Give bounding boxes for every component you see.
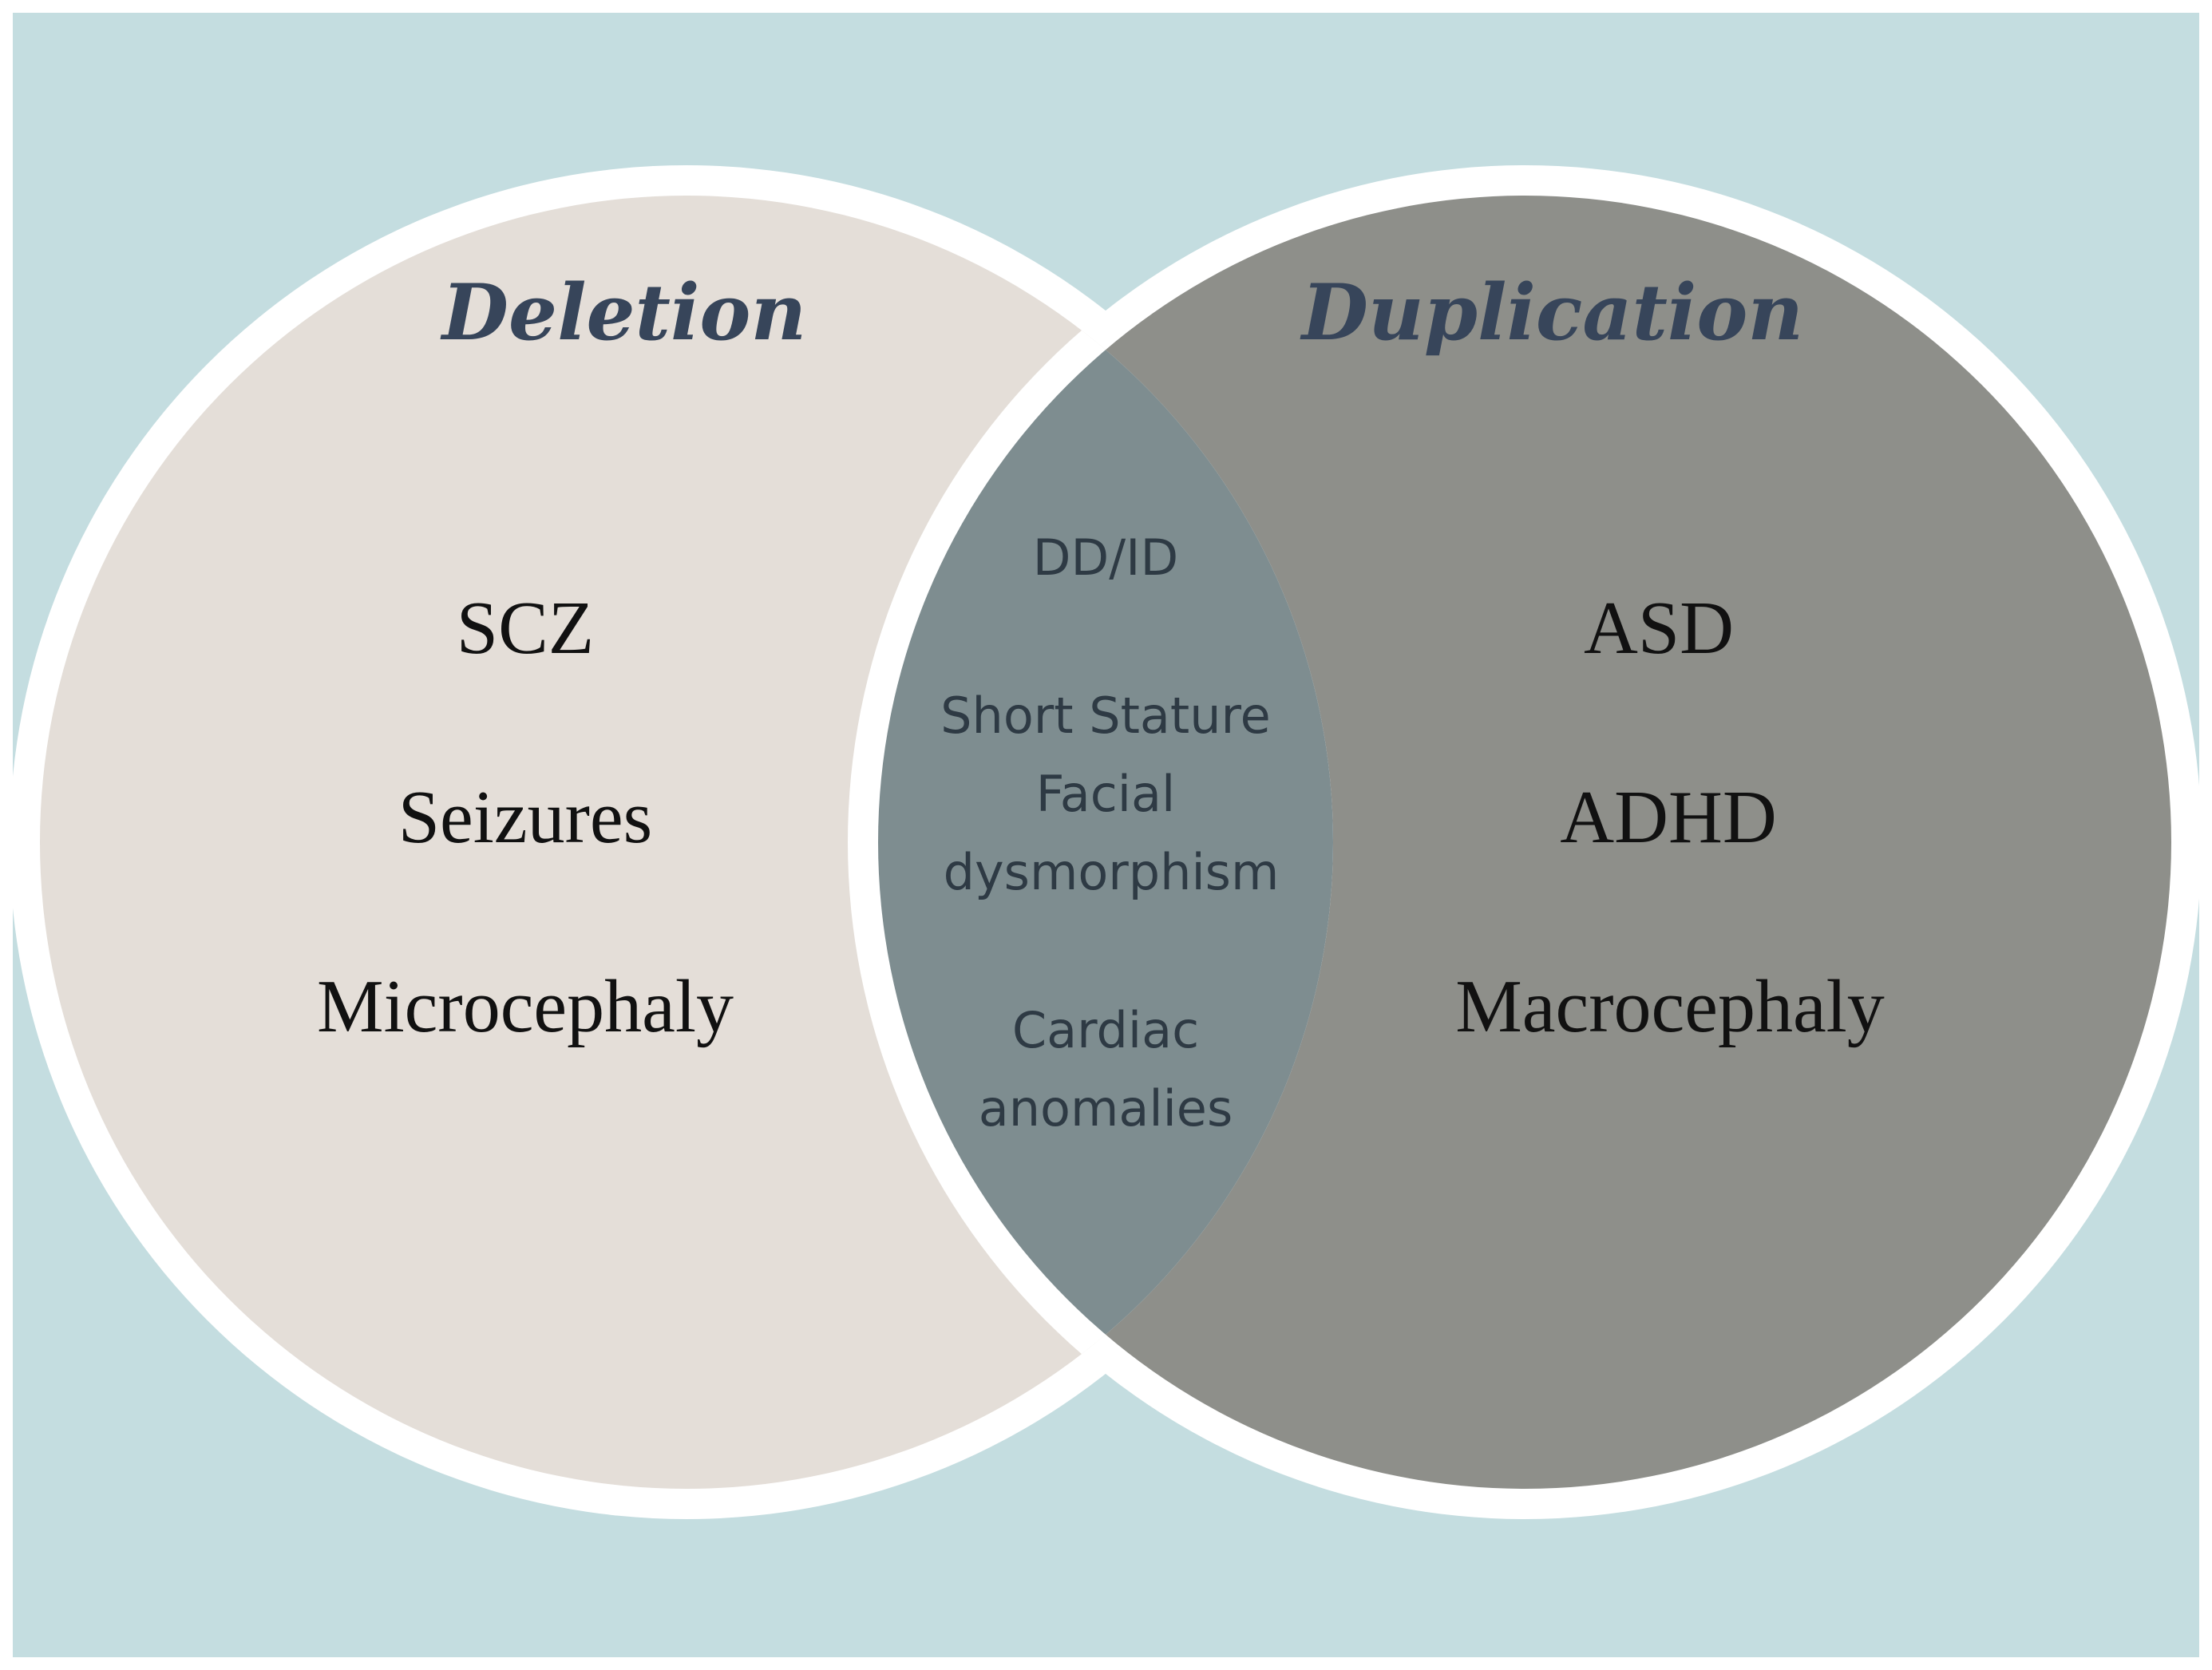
shared-item: anomalies <box>979 1079 1233 1138</box>
shared-item: Facial <box>1036 765 1176 823</box>
shared-item: Short Stature <box>940 687 1271 745</box>
deletion-item: SCZ <box>457 587 594 670</box>
duplication-item: ASD <box>1584 587 1734 670</box>
shared-item: Cardiac <box>1012 1001 1199 1059</box>
shared-item: DD/ID <box>1033 528 1178 587</box>
deletion-item: Microcephaly <box>317 965 734 1048</box>
shared-item: dysmorphism <box>944 843 1280 901</box>
deletion-item: Seizures <box>398 776 652 859</box>
duplication-title: Duplication <box>1300 267 1803 358</box>
duplication-item: ADHD <box>1560 776 1777 859</box>
duplication-item: Macrocephaly <box>1455 965 1885 1048</box>
deletion-title: Deletion <box>440 267 807 358</box>
overlap-region <box>878 196 1333 1489</box>
